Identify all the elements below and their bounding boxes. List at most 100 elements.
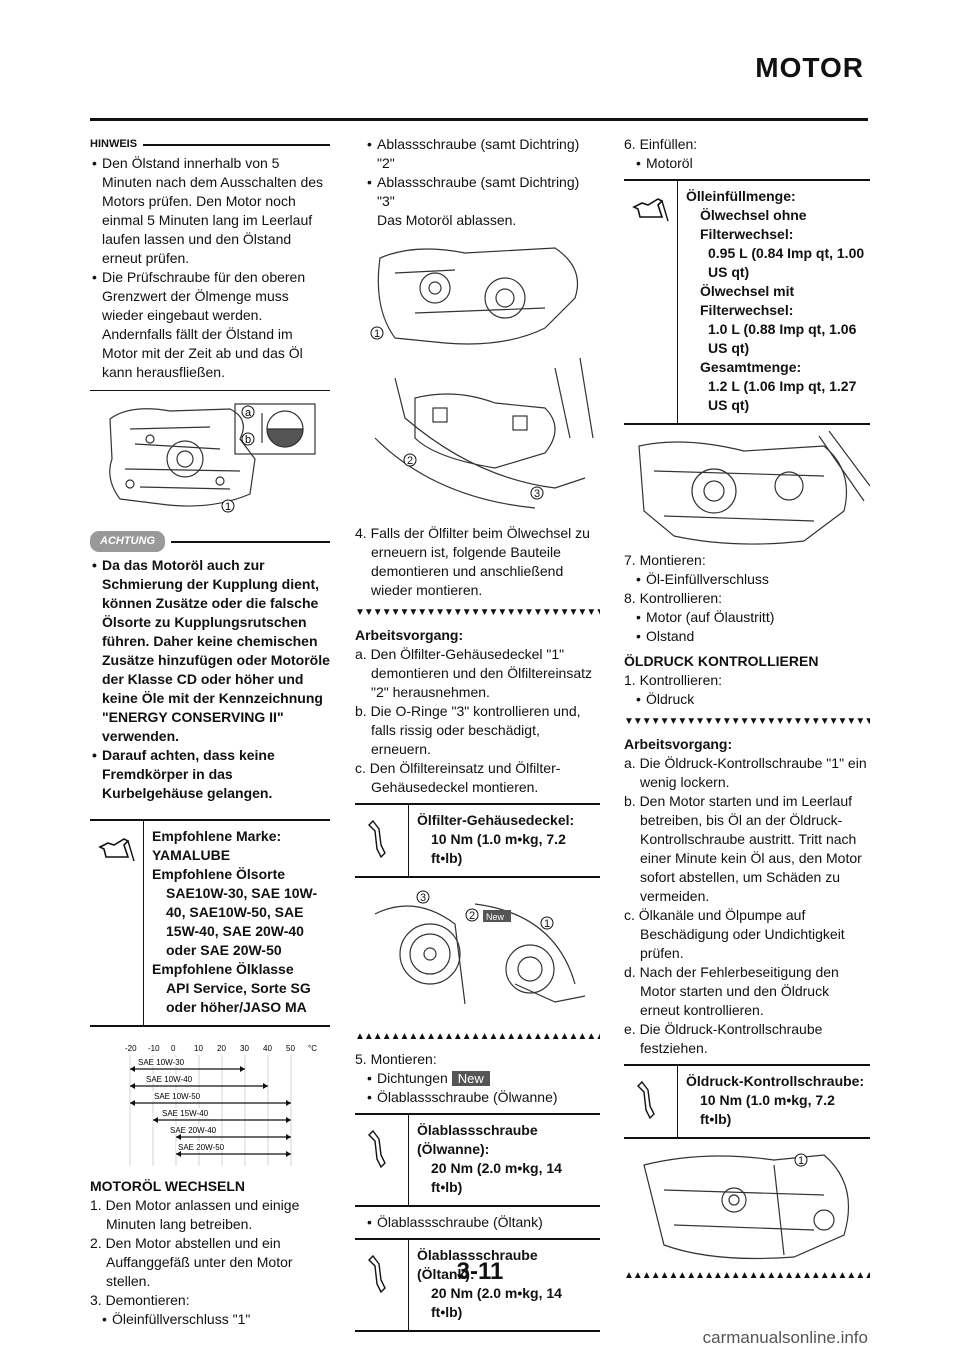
- hinweis-list: Den Ölstand innerhalb von 5 Minuten nach…: [90, 154, 330, 382]
- arrow-left-icon: [130, 1100, 135, 1106]
- sub-step-a: a. Die Öldruck-Kontrollschraube "1" ein …: [624, 755, 867, 790]
- divider: [90, 390, 330, 391]
- step-7-list: Öl-Einfüllverschluss: [624, 570, 870, 589]
- grade-label-bg: [160, 1108, 210, 1117]
- callout-3: 3: [534, 488, 540, 500]
- spec-line: SAE10W-30, SAE 10W-40, SAE10W-50, SAE 15…: [166, 885, 318, 958]
- callout-1: 1: [798, 1155, 804, 1167]
- oil-can-icon: [90, 821, 144, 1025]
- spec-box-oil: Empfohlene Marke: YAMALUBE Empfohlene Öl…: [90, 819, 330, 1027]
- arrow-left-icon: [130, 1083, 135, 1089]
- step-8: 8. Kontrollieren:: [624, 590, 723, 606]
- callout-2: 2: [469, 910, 475, 922]
- tick-label: 10: [194, 1044, 203, 1053]
- callout-2: 2: [407, 455, 413, 467]
- tick-label: -20: [125, 1044, 137, 1053]
- step-8-list: Motor (auf Ölaustritt) Olstand: [624, 608, 870, 646]
- spec-title: Ölfilter-Gehäusedeckel:: [417, 812, 575, 828]
- list-item: Darauf achten, dass keine Fremdkörper in…: [90, 746, 330, 803]
- column-left: HINWEIS Den Ölstand innerhalb von 5 Minu…: [90, 135, 330, 1329]
- step-4: 4. Falls der Ölfilter beim Ölwechsel zu …: [355, 525, 590, 598]
- spec-box-drain-pan: Ölablassschraube (Ölwanne): 20 Nm (2.0 m…: [355, 1113, 600, 1207]
- spec-title: Ölablassschraube (Öltank):: [417, 1247, 538, 1282]
- arrow-left-icon: [130, 1066, 135, 1072]
- new-badge: New: [486, 912, 505, 922]
- arrow-right-icon: [286, 1151, 291, 1157]
- step-6-list: Motoröl: [624, 154, 870, 173]
- section-title-oil-pressure: ÖLDRUCK KONTROLLIEREN: [624, 653, 819, 669]
- arrow-right-icon: [263, 1083, 268, 1089]
- achtung-label: ACHTUNG: [90, 531, 165, 552]
- wrench-icon: [624, 1066, 678, 1137]
- sub-step-e: e. Die Öldruck-Kontrollschraube festzieh…: [624, 1021, 823, 1056]
- step-1: 1. Den Motor anlassen und einige Minuten…: [90, 1197, 300, 1232]
- spec-box-oil-quantity: Ölleinfüllmenge: Ölwechsel ohne Filterwe…: [624, 179, 870, 425]
- spec-value: 10 Nm (1.0 m•kg, 7.2 ft•lb): [700, 1092, 835, 1127]
- spec-line: 0.95 L (0.84 Imp qt, 1.00 US qt): [708, 245, 865, 280]
- spec-title: Öldruck-Kontrollschraube:: [686, 1073, 865, 1089]
- procedure-start-marker: ▼▼▼▼▼▼▼▼▼▼▼▼▼▼▼▼▼▼▼▼▼▼▼▼▼▼▼▼▼: [355, 607, 600, 618]
- spec-line: Ölwechsel mit Filterwechsel:: [700, 283, 795, 318]
- list-item: Öleinfüllverschluss "1": [100, 1310, 330, 1329]
- arrow-left-icon: [176, 1134, 181, 1140]
- procedure-start-marker: ▼▼▼▼▼▼▼▼▼▼▼▼▼▼▼▼▼▼▼▼▼▼▼▼▼▼▼▼▼: [624, 716, 870, 727]
- step-7: 7. Montieren:: [624, 552, 706, 568]
- spec-line: Empfohlene Ölsorte: [152, 866, 286, 882]
- grade-label: SAE 10W-50: [154, 1092, 201, 1101]
- step-5: 5. Montieren:: [355, 1051, 437, 1067]
- tick-label: 30: [240, 1044, 249, 1053]
- wrench-icon: [355, 805, 409, 876]
- step-5-list: Dichtungen New Ölablassschraube (Ölwanne…: [355, 1069, 600, 1107]
- step-3-list: Öleinfüllverschluss "1": [90, 1310, 330, 1329]
- grade-label: SAE 20W-40: [170, 1126, 217, 1135]
- step-3: 3. Demontieren:: [90, 1292, 190, 1308]
- grade-label: SAE 15W-40: [162, 1109, 209, 1118]
- page-title: MOTOR: [755, 52, 864, 83]
- spec-value: 20 Nm (2.0 m•kg, 14 ft•lb): [431, 1285, 562, 1320]
- spec-value: 10 Nm (1.0 m•kg, 7.2 ft•lb): [431, 831, 566, 866]
- filler-cap-figure: [624, 431, 870, 551]
- arrow-right-icon: [286, 1100, 291, 1106]
- sub-step-b: b. Den Motor starten und im Leerlauf bet…: [624, 793, 862, 904]
- procedure-label: Arbeitsvorgang:: [624, 736, 733, 752]
- grade-label-bg: [144, 1074, 194, 1083]
- spec-line: Empfohlene Ölklasse: [152, 961, 294, 977]
- pressure-bolt-figure: 1: [624, 1145, 870, 1263]
- grade-label: SAE 10W-40: [146, 1075, 193, 1084]
- spec-box-pressure-bolt: Öldruck-Kontrollschraube: 10 Nm (1.0 m•k…: [624, 1064, 870, 1139]
- callout-a: a: [245, 407, 252, 419]
- sub-step-b: b. Die O-Ringe "3" kontrollieren und, fa…: [355, 703, 581, 757]
- oil-can-icon: [624, 181, 678, 423]
- wrench-icon: [355, 1240, 409, 1330]
- page-number: 3-11: [456, 1258, 504, 1285]
- watermark: carmanualsonline.info: [702, 1328, 868, 1347]
- grade-label-bg: [168, 1125, 218, 1134]
- sub-step-c: c. Den Ölfiltereinsatz und Ölfilter-Gehä…: [355, 760, 561, 795]
- arrow-right-icon: [286, 1134, 291, 1140]
- callout-1: 1: [544, 918, 550, 930]
- spec-value: 20 Nm (2.0 m•kg, 14 ft•lb): [431, 1160, 562, 1195]
- spec-line: 1.2 L (1.06 Imp qt, 1.27 US qt): [708, 378, 857, 413]
- drain-bolt-list: Ablassschraube (samt Dichtring) "2" Abla…: [355, 135, 600, 211]
- list-item-text: Dichtungen: [377, 1070, 448, 1086]
- list-item: Da das Motoröl auch zur Schmierung der K…: [90, 556, 330, 746]
- callout-b: b: [245, 434, 251, 446]
- procedure-end-marker: ▲▲▲▲▲▲▲▲▲▲▲▲▲▲▲▲▲▲▲▲▲▲▲▲▲▲▲▲▲: [624, 1270, 870, 1281]
- callout-1: 1: [374, 328, 380, 340]
- spec-line: Gesamtmenge:: [700, 359, 802, 375]
- list-item: Motor (auf Ölaustritt): [634, 608, 870, 627]
- arrow-right-icon: [286, 1117, 291, 1123]
- tick-label: 20: [217, 1044, 226, 1053]
- list-item: Die Prüfschraube für den oberen Grenzwer…: [90, 268, 330, 382]
- drain-bolt-figure: 1 2 3: [355, 238, 600, 520]
- sub-step-d: d. Nach der Fehlerbeseitigung den Motor …: [624, 964, 839, 1018]
- spec-line: Ölleinfüllmenge:: [686, 188, 796, 204]
- step-5-list-cont: Ölablassschraube (Öltank): [355, 1213, 600, 1232]
- spec-line: Ölwechsel ohne Filterwechsel:: [700, 207, 807, 242]
- achtung-list: Da das Motoröl auch zur Schmierung der K…: [90, 556, 330, 803]
- list-item: Ablassschraube (samt Dichtring) "2": [365, 135, 600, 173]
- spec-title: Ölablassschraube (Ölwanne):: [417, 1122, 538, 1157]
- step-1-list: Öldruck: [624, 690, 870, 709]
- list-item: Motoröl: [634, 154, 870, 173]
